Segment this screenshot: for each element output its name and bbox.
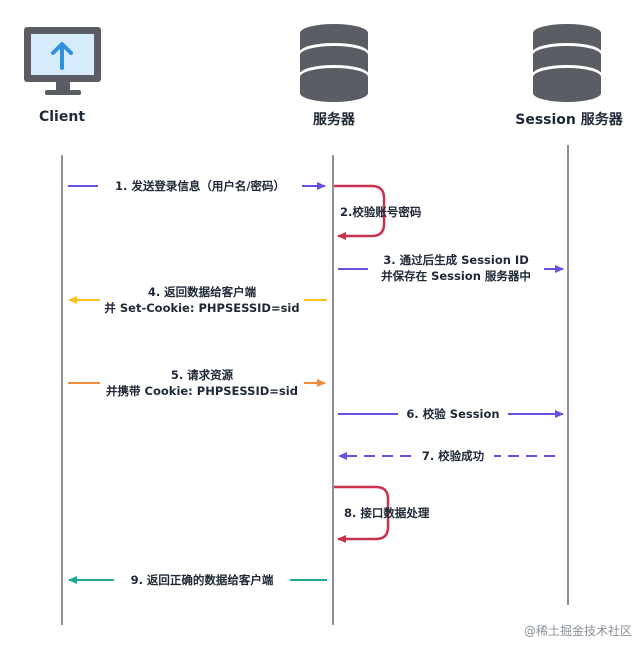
session-server-database-icon	[533, 24, 601, 102]
self-loop-2	[334, 184, 386, 240]
message-5-line-1: 5. 请求资源	[170, 368, 234, 382]
message-8: 8. 接口数据处理	[344, 506, 430, 520]
message-2: 2.校验账号密码	[340, 205, 422, 219]
message-9: 9. 返回正确的数据给客户端	[114, 572, 290, 588]
watermark: @稀土掘金技术社区	[523, 624, 632, 638]
message-7: 7. 校验成功	[412, 448, 494, 464]
server-label: 服务器	[313, 112, 355, 128]
message-6: 6. 校验 Session	[398, 406, 508, 422]
message-5: 5. 请求资源 并携带 Cookie: PHPSESSID=sid	[100, 367, 304, 399]
client-monitor-icon	[24, 27, 101, 95]
message-3: 3. 通过后生成 Session ID 并保存在 Session 服务器中	[368, 252, 544, 284]
session-server-label: Session 服务器	[515, 112, 623, 128]
self-loop-8	[334, 485, 390, 543]
message-5-line-2: 并携带 Cookie: PHPSESSID=sid	[106, 384, 298, 398]
client-label: Client	[38, 109, 86, 125]
message-3-line-2: 并保存在 Session 服务器中	[381, 269, 531, 283]
server-database-icon	[300, 24, 368, 102]
message-1: 1. 发送登录信息（用户名/密码）	[98, 178, 302, 194]
message-3-line-1: 3. 通过后生成 Session ID	[383, 253, 529, 267]
message-4: 4. 返回数据给客户端 并 Set-Cookie: PHPSESSID=sid	[100, 284, 304, 316]
message-4-line-1: 4. 返回数据给客户端	[147, 285, 257, 299]
message-4-line-2: 并 Set-Cookie: PHPSESSID=sid	[104, 301, 300, 315]
